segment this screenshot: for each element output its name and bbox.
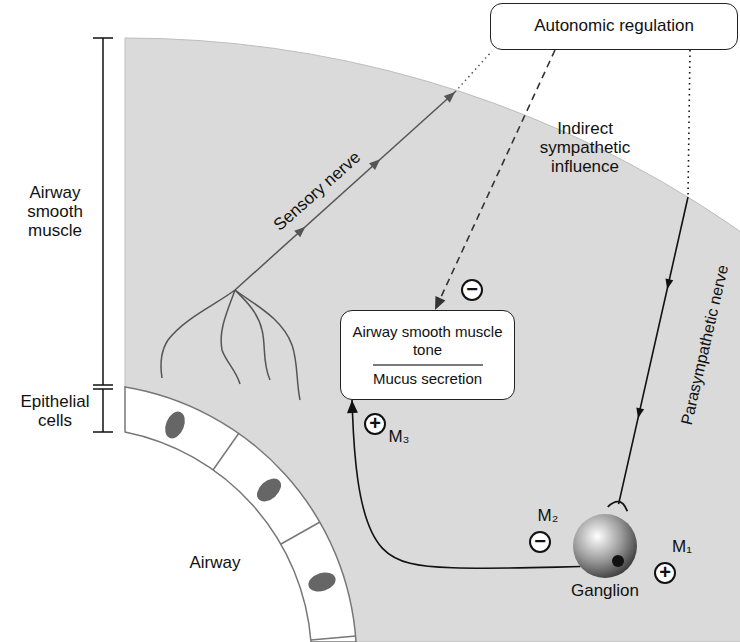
direction-arrowhead: [636, 408, 644, 419]
ganglion-nucleus: [612, 555, 624, 567]
ganglion-symbol: [560, 513, 650, 581]
box-text: Mucus secretion: [373, 370, 482, 388]
direction-arrowhead: [665, 279, 673, 290]
connector-line: [435, 50, 555, 310]
receptor-label: M₃: [388, 427, 409, 446]
nerve-ending: [221, 290, 240, 384]
nerve-arrowhead: [444, 92, 455, 103]
connector-line: [688, 50, 690, 197]
connector-label: Indirect sympathetic influence: [520, 119, 650, 176]
box-text: Airway smooth muscle tone: [349, 323, 506, 359]
cell-borders: [213, 433, 356, 640]
nerve-arrowhead: [369, 159, 380, 170]
nerve-arrowhead: [294, 227, 305, 238]
excitation-sign: +: [364, 413, 386, 435]
layer-label: Airway smooth muscle: [15, 183, 95, 240]
muscarinic-connector: [347, 400, 580, 568]
nerve-fiber: [235, 92, 455, 290]
layer-label: Epithelial cells: [10, 392, 100, 430]
connector-line: [619, 197, 688, 504]
ganglion-label: Ganglion: [560, 581, 650, 601]
receptor-label: M₂: [538, 506, 559, 525]
effect-box: Airway smooth muscle toneMucus secretion: [340, 310, 515, 400]
receptor-label: M₁: [672, 537, 692, 556]
arrowhead: [347, 400, 358, 413]
inhibition-sign: −: [529, 531, 551, 553]
nerve-fiber-dotted: [455, 51, 492, 92]
epithelial-band: [125, 387, 356, 642]
regulation-box: Autonomic regulation: [490, 3, 738, 50]
nerve-ending: [235, 290, 270, 380]
cell-nuclei: [161, 409, 338, 595]
lumen-label: Airway: [189, 553, 240, 572]
cell-border: [311, 636, 356, 640]
nerve-ending: [235, 290, 300, 400]
layer-brackets: [93, 38, 113, 432]
cell-border: [281, 522, 320, 544]
connector-line: [352, 400, 580, 568]
bracket: [93, 389, 113, 432]
arrowhead: [435, 296, 445, 310]
nucleus: [306, 569, 338, 595]
ganglion-body: [573, 514, 637, 578]
synapse-terminal: [608, 502, 628, 512]
nerve-ending: [161, 290, 235, 378]
sympathetic-connector: [435, 50, 555, 310]
smooth-muscle-region: [125, 38, 740, 642]
inhibition-sign: −: [461, 279, 483, 301]
bracket: [93, 38, 113, 385]
nucleus: [253, 474, 286, 506]
parasympathetic-connector: [608, 50, 690, 511]
box-divider: [373, 364, 483, 366]
box-text: Autonomic regulation: [534, 16, 694, 36]
nucleus: [161, 409, 188, 442]
ganglion-node: Ganglion: [560, 513, 650, 601]
excitation-sign: +: [654, 562, 676, 584]
cell-border: [213, 433, 239, 470]
